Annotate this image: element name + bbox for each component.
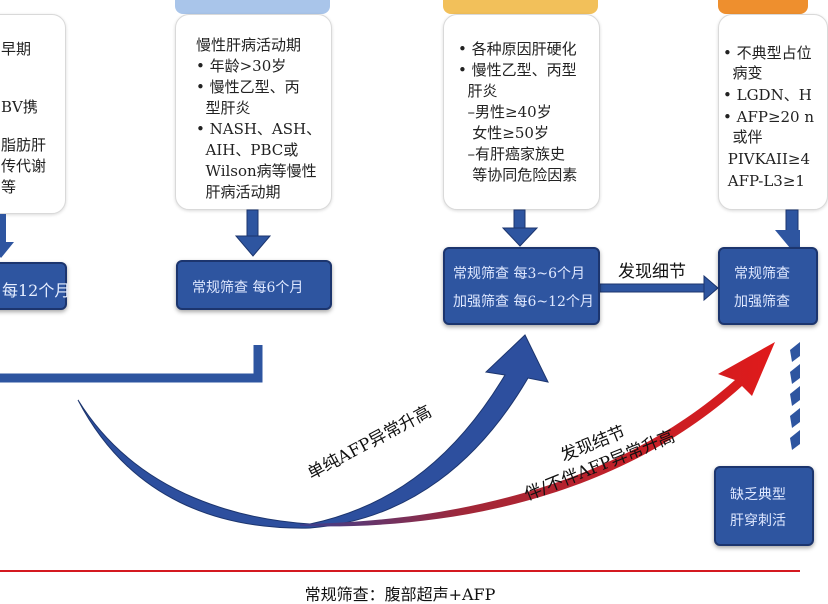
card4-line: • AFP≥20 n bbox=[723, 108, 815, 126]
blue-curved-arrow bbox=[77, 334, 549, 529]
card3-line: • 慢性乙型、丙型 bbox=[458, 61, 577, 79]
biopsy-box-line1: 缺乏典型 bbox=[730, 487, 786, 503]
card3-line: 肝炎 bbox=[458, 82, 498, 100]
down-arrow-2 bbox=[234, 209, 272, 257]
card3-line: 女性≥50岁 bbox=[458, 124, 549, 142]
biopsy-box: 缺乏典型 肝穿刺活 bbox=[714, 466, 814, 546]
card2-line: • 慢性乙型、丙 bbox=[196, 78, 300, 96]
card3-line: 等协同危险因素 bbox=[458, 166, 578, 184]
card4-line: 或伴 bbox=[723, 128, 763, 146]
card1-line: BV携 bbox=[1, 98, 38, 116]
red-curved-arrow bbox=[300, 342, 775, 527]
card2-line: • 年龄>30岁 bbox=[196, 57, 287, 75]
card1-line: 早期 bbox=[1, 40, 32, 58]
screening-box-1-text: 每12个月 bbox=[2, 281, 71, 300]
footer-note: 常规筛查：腹部超声+AFP bbox=[304, 585, 496, 604]
card2-line: AIH、PBC或 bbox=[196, 141, 299, 159]
right-arrow-find-detail bbox=[599, 274, 719, 302]
card2-line: 型肝炎 bbox=[196, 99, 251, 117]
screening-box-4-line2: 加强筛查 bbox=[734, 294, 790, 310]
screening-box-4-line1: 常规筛查 bbox=[734, 266, 790, 282]
card2-line: 肝病活动期 bbox=[196, 183, 281, 201]
card2-line: • NASH、ASH、 bbox=[196, 120, 322, 138]
card-chronic-liver-active: 慢性肝病活动期 • 年龄>30岁 • 慢性乙型、丙 型肝炎 • NASH、ASH… bbox=[175, 14, 332, 210]
card3-line: –男性≥40岁 bbox=[458, 103, 552, 121]
screening-box-3-line1: 常规筛查 每3~6个月 bbox=[453, 266, 585, 282]
down-arrow-4 bbox=[775, 209, 800, 248]
card4-line: AFP-L3≥1 bbox=[723, 172, 805, 190]
card-atypical-lesion: • 不典型占位 病变 • LGDN、H • AFP≥20 n 或伴 PIVKAI… bbox=[718, 14, 828, 210]
card4-line: • 不典型占位 bbox=[723, 44, 812, 62]
down-arrow-3 bbox=[501, 209, 539, 247]
screening-box-2: 常规筛查 每6个月 bbox=[176, 260, 332, 310]
card3-line: –有肝癌家族史 bbox=[458, 145, 566, 163]
screening-box-3: 常规筛查 每3~6个月 加强筛查 每6~12个月 bbox=[443, 247, 600, 325]
card1-line: 等 bbox=[1, 178, 17, 196]
dashed-stripes bbox=[790, 342, 800, 450]
card2-header-tab bbox=[175, 0, 330, 14]
biopsy-box-line2: 肝穿刺活 bbox=[730, 513, 786, 529]
screening-box-4: 常规筛查 加强筛查 bbox=[718, 247, 818, 325]
screening-box-3-line2: 加强筛查 每6~12个月 bbox=[453, 294, 594, 310]
card2-line: Wilson病等慢性 bbox=[196, 162, 317, 180]
card4-line: PIVKAII≥4 bbox=[723, 150, 811, 168]
screening-box-1: 每12个月 bbox=[0, 262, 71, 310]
card-cirrhosis: • 各种原因肝硬化 • 慢性乙型、丙型 肝炎 –男性≥40岁 女性≥50岁 –有… bbox=[443, 14, 600, 210]
connector-line-left bbox=[0, 345, 263, 383]
down-arrow-1 bbox=[0, 214, 14, 258]
card3-line: • 各种原因肝硬化 bbox=[458, 40, 577, 58]
flow-arrows bbox=[0, 209, 800, 572]
find-detail-label: 发现细节 bbox=[618, 262, 686, 282]
card3-header-tab bbox=[443, 0, 598, 14]
card1-line: 脂肪肝 bbox=[1, 136, 47, 154]
card4-line: 病变 bbox=[723, 64, 763, 82]
card-early-risk: 早期 BV携 脂肪肝 传代谢 等 bbox=[0, 14, 66, 214]
card4-header-tab bbox=[718, 0, 808, 14]
card1-line: 传代谢 bbox=[1, 157, 47, 175]
card2-line: 慢性肝病活动期 bbox=[196, 36, 302, 54]
card4-line: • LGDN、H bbox=[723, 86, 812, 104]
screening-box-2-text: 常规筛查 每6个月 bbox=[192, 280, 304, 296]
